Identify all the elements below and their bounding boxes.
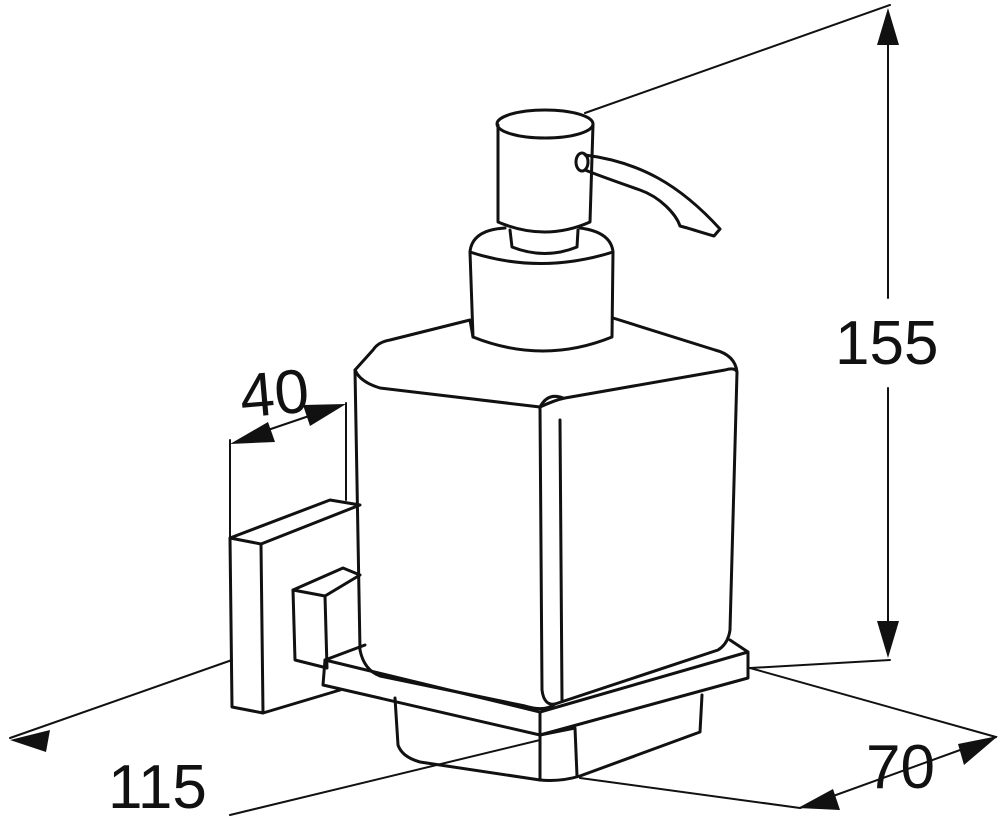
holder-tray (321, 638, 750, 782)
pump-head (495, 108, 595, 255)
arrow-down-icon (877, 621, 899, 658)
width-label: 115 (108, 753, 207, 822)
arrow-up-icon (877, 8, 899, 45)
arrow-right-icon (303, 404, 346, 426)
depth-label: 40 (237, 357, 312, 432)
pump-collar (468, 226, 615, 353)
pump-spout (574, 151, 722, 238)
glass-bottle (353, 316, 739, 711)
arrow-left-icon (798, 789, 840, 810)
length-dimension: 70 (579, 667, 998, 810)
width-dimension: 115 (9, 659, 541, 822)
height-label: 155 (835, 309, 938, 378)
length-label: 70 (866, 733, 935, 802)
height-dimension: 155 (584, 4, 938, 669)
mounting-arm (291, 566, 362, 670)
depth-dimension: 40 (229, 357, 347, 539)
arrow-left-icon (10, 730, 50, 752)
arrow-left-icon (230, 422, 275, 444)
wall-plate (228, 498, 362, 715)
arrow-right-icon (958, 736, 998, 765)
